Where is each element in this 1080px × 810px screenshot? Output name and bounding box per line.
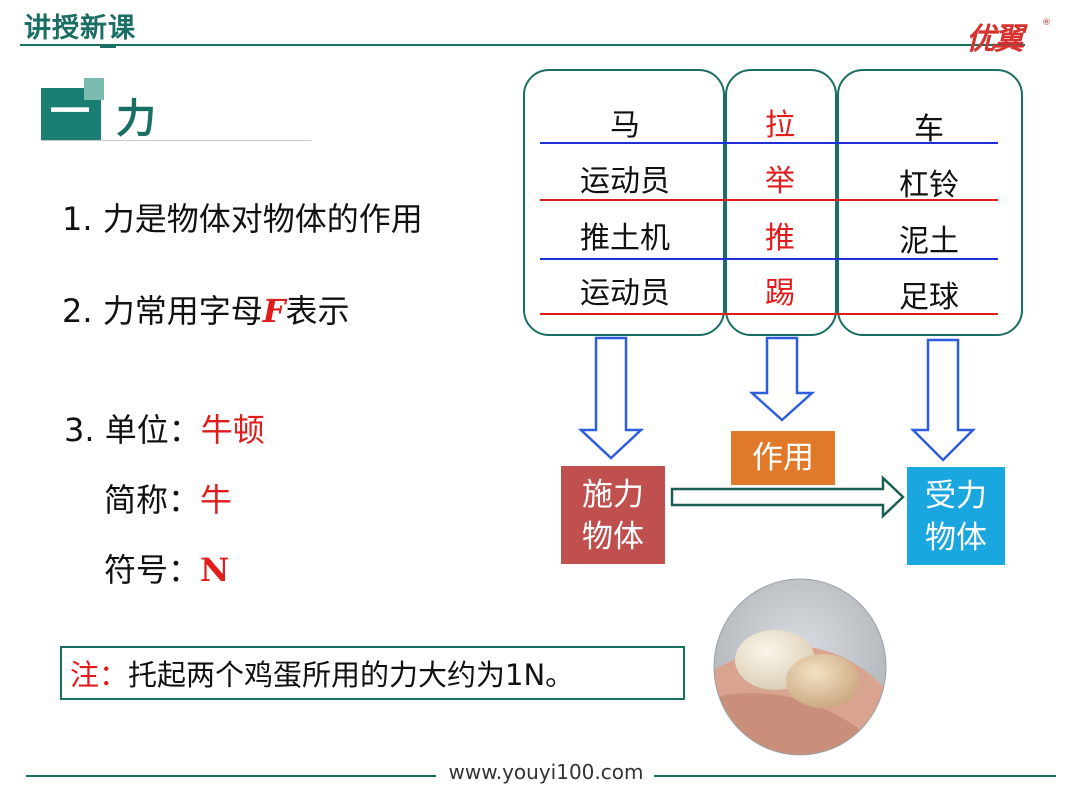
point-2-suffix: 表示 bbox=[285, 292, 350, 330]
short-name-value: 牛 bbox=[200, 481, 233, 519]
down-arrow-action bbox=[748, 336, 816, 422]
note-box bbox=[60, 646, 685, 700]
right-arrow-action bbox=[670, 475, 905, 519]
force-giver-label-1: 施力 bbox=[582, 477, 644, 513]
table-cell-action: 踢 bbox=[765, 276, 795, 311]
point-1: 1. 力是物体对物体的作用 bbox=[62, 200, 423, 238]
table-cell: 足球 bbox=[899, 280, 959, 315]
table-cell-action: 举 bbox=[765, 164, 795, 199]
symbol-label: 符号： bbox=[104, 551, 201, 589]
point-3: 3. 单位：牛顿 bbox=[64, 405, 265, 451]
point-2-prefix: 2. 力常用字母 bbox=[62, 292, 263, 330]
table-column-giver-box bbox=[523, 69, 725, 336]
footer-url: www.youyi100.com bbox=[448, 760, 644, 784]
section-title: 力 bbox=[116, 96, 156, 142]
section-underline bbox=[41, 140, 311, 141]
point-5: 符号：N bbox=[104, 545, 229, 591]
page-header-title: 讲授新课 bbox=[24, 13, 136, 44]
table-line-1 bbox=[540, 142, 998, 144]
section-number-accent bbox=[84, 78, 104, 100]
table-cell: 运动员 bbox=[580, 276, 670, 311]
action-label: 作用 bbox=[752, 440, 814, 476]
brand-registered-mark: ® bbox=[1042, 18, 1051, 28]
footer-line-left bbox=[26, 775, 436, 777]
force-giver-box bbox=[561, 466, 665, 564]
force-receiver-label-1: 受力 bbox=[925, 478, 987, 514]
table-cell: 马 bbox=[610, 108, 640, 143]
force-receiver-label-2: 物体 bbox=[925, 520, 987, 556]
unit-label: 3. 单位： bbox=[64, 411, 201, 449]
point-2: 2. 力常用字母F表示 bbox=[62, 286, 349, 332]
table-cell-action: 推 bbox=[765, 221, 795, 256]
table-cell: 推土机 bbox=[580, 221, 670, 256]
table-column-action-box bbox=[725, 69, 837, 336]
unit-value: 牛顿 bbox=[200, 411, 265, 449]
note-text: 托起两个鸡蛋所用的力大约为1N。 bbox=[128, 658, 575, 692]
down-arrow-giver bbox=[577, 336, 645, 460]
footer-line-right bbox=[654, 775, 1056, 777]
table-cell: 杠铃 bbox=[899, 168, 959, 203]
table-cell: 泥土 bbox=[899, 224, 959, 259]
header-divider-tick bbox=[100, 46, 116, 48]
action-box bbox=[731, 431, 835, 485]
header-divider bbox=[20, 44, 1025, 46]
short-name-label: 简称： bbox=[104, 481, 201, 519]
symbol-value: N bbox=[200, 551, 230, 589]
force-receiver-box bbox=[907, 467, 1005, 565]
force-letter: F bbox=[262, 292, 286, 330]
table-line-2 bbox=[540, 199, 998, 201]
table-cell: 运动员 bbox=[580, 164, 670, 199]
table-cell: 车 bbox=[914, 112, 944, 147]
eggs-in-hand-photo bbox=[713, 578, 887, 756]
table-line-4 bbox=[540, 313, 998, 315]
table-cell-action: 拉 bbox=[765, 108, 795, 143]
table-line-3 bbox=[540, 258, 998, 260]
force-giver-label-2: 物体 bbox=[582, 519, 644, 555]
table-column-receiver-box bbox=[837, 69, 1023, 336]
note-label: 注： bbox=[70, 658, 129, 692]
section-number: 一 bbox=[50, 89, 90, 135]
note: 注：托起两个鸡蛋所用的力大约为1N。 bbox=[70, 652, 574, 694]
point-4: 简称：牛 bbox=[104, 475, 232, 521]
brand-logo: 优翼 bbox=[966, 22, 1024, 57]
down-arrow-receiver bbox=[909, 338, 977, 462]
